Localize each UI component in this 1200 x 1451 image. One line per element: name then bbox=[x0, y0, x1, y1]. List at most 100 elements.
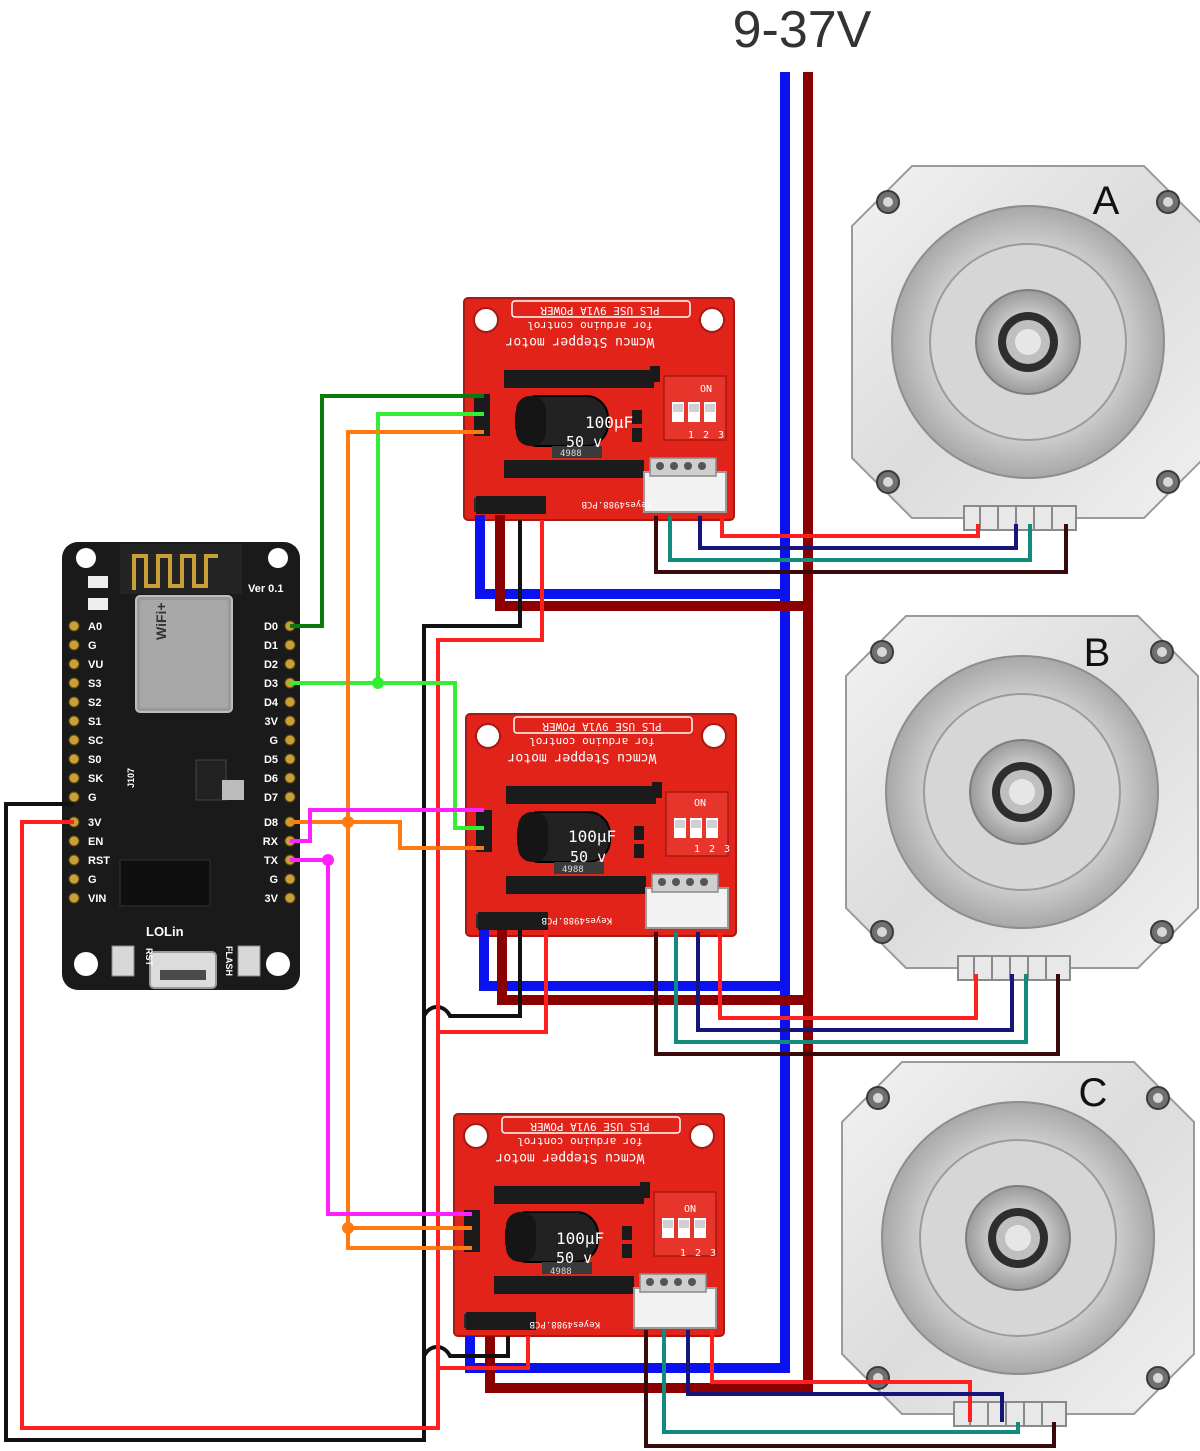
mcu-rst: RST bbox=[144, 948, 154, 967]
mcu-left-pin-label: G bbox=[88, 640, 97, 652]
driver-1-switch-on: ON bbox=[700, 384, 712, 395]
wire-d3-lime-up bbox=[376, 412, 484, 683]
driver-1-pcb: Keyes4988.PCB bbox=[582, 499, 652, 509]
wire-junctions bbox=[322, 677, 384, 1234]
motor-label-a: A bbox=[1093, 179, 1120, 223]
wire-ground-black-2 bbox=[422, 930, 522, 1018]
coil-b-brown bbox=[654, 932, 1060, 1056]
driver-1-cap-top: 100μF bbox=[585, 413, 633, 432]
mcu-brand: LOLin bbox=[146, 924, 184, 939]
mcu-left-pin-label: 3V bbox=[88, 817, 102, 829]
coil-b-teal bbox=[674, 932, 1028, 1044]
drv2-vmot-blue bbox=[479, 930, 785, 991]
wire-d8-orange-down bbox=[346, 822, 472, 1250]
mcu-right-pin-label: D8 bbox=[264, 817, 278, 829]
driver-1-banner: PLS USE 9V1A POWER bbox=[540, 304, 660, 317]
driver-1-cap-bottom: 50 v bbox=[566, 433, 602, 451]
mcu-left-pin-label: S1 bbox=[88, 716, 101, 728]
driver-1-switch-1: 1 bbox=[688, 430, 694, 441]
wire-d8-orange-up bbox=[346, 430, 484, 822]
mcu-right-pin-label: G bbox=[269, 874, 278, 886]
driver-3-switch-on: ON bbox=[684, 1204, 696, 1215]
mcu-right-pin-label: G bbox=[269, 735, 278, 747]
drv1-vmot-blue bbox=[475, 515, 785, 599]
wire-d3-lime bbox=[290, 681, 484, 830]
driver-2-switch-1: 1 bbox=[694, 844, 700, 855]
stepper-motor-a bbox=[851, 165, 1200, 531]
driver-3-cap-top: 100μF bbox=[556, 1229, 604, 1248]
coil-b-navy bbox=[696, 932, 1014, 1032]
mcu-chip-id: J107 bbox=[126, 768, 136, 788]
mcu-left-pin-label: G bbox=[88, 874, 97, 886]
mcu-right-pin-label: D6 bbox=[264, 773, 278, 785]
driver-1-chip: 4988 bbox=[560, 449, 582, 459]
mcu-right-pin-label: D5 bbox=[264, 754, 278, 766]
coil-b-red bbox=[718, 932, 978, 1020]
mcu-right-pin-label: D1 bbox=[264, 640, 278, 652]
mcu-right-pin-label: TX bbox=[264, 855, 279, 867]
driver-2-cap-bottom: 50 v bbox=[570, 848, 606, 866]
coil-c-brown bbox=[644, 1330, 1056, 1448]
mcu-left-pin-label: VIN bbox=[88, 893, 106, 905]
driver-2-chip: 4988 bbox=[562, 865, 584, 875]
coil-a-brown bbox=[654, 516, 1068, 574]
driver-3-switch-3: 3 bbox=[710, 1248, 716, 1259]
mcu-module: WiFi+ bbox=[153, 602, 169, 640]
wire-3v-red-2 bbox=[438, 930, 548, 1034]
driver-2-banner: PLS USE 9V1A POWER bbox=[542, 720, 662, 733]
driver-2-switch-2: 2 bbox=[709, 844, 715, 855]
mcu-left-pin-label: SC bbox=[88, 735, 103, 747]
driver-3-pcb: Keyes4988.PCB bbox=[530, 1319, 600, 1329]
driver-1-switch-3: 3 bbox=[718, 430, 724, 441]
mcu-left-pin-label: S0 bbox=[88, 754, 101, 766]
wire-3v-red-3 bbox=[438, 1336, 530, 1370]
mcu-right-pin-label: 3V bbox=[265, 716, 279, 728]
driver-3-chip: 4988 bbox=[550, 1267, 572, 1277]
mcu-right-pin-label: D4 bbox=[264, 697, 279, 709]
nodemcu-board bbox=[62, 542, 300, 990]
mcu-right-pin-label: RX bbox=[263, 836, 279, 848]
drv2-gnd-darkred bbox=[497, 930, 808, 1005]
coil-c-teal bbox=[662, 1330, 1020, 1434]
motor-label-c: C bbox=[1079, 1071, 1108, 1115]
mcu-right-pin-label: D2 bbox=[264, 659, 278, 671]
mcu-right-pin-label: D0 bbox=[264, 621, 278, 633]
driver-2-cap-top: 100μF bbox=[568, 827, 616, 846]
mcu-right-pin-label: D7 bbox=[264, 792, 278, 804]
coil-a-red bbox=[720, 516, 980, 538]
power-label: 9-37V bbox=[733, 1, 872, 59]
driver-2-name: Wcmcu Stepper motor bbox=[507, 750, 656, 765]
wire-rx-magenta bbox=[290, 808, 484, 843]
wire-d0-darkgreen bbox=[290, 394, 484, 628]
wire-ground-black-3 bbox=[422, 1336, 510, 1358]
driver-3-cap-bottom: 50 v bbox=[556, 1249, 592, 1267]
wire-tx-magenta bbox=[290, 858, 472, 1216]
mcu-left-pin-label: SK bbox=[88, 773, 103, 785]
drv1-gnd-darkred bbox=[495, 515, 808, 611]
mcu-left-pin-label: EN bbox=[88, 836, 103, 848]
driver-3-banner: PLS USE 9V1A POWER bbox=[530, 1120, 650, 1133]
mcu-flash: FLASH bbox=[224, 946, 234, 976]
mcu-version: Ver 0.1 bbox=[248, 583, 283, 595]
mcu-right-pin-label: D3 bbox=[264, 678, 278, 690]
driver-1-subtitle: for arduino control bbox=[527, 319, 653, 332]
power-rail-darkred bbox=[485, 72, 813, 1393]
motor-label-b: B bbox=[1084, 631, 1111, 675]
mcu-left-pin-label: G bbox=[88, 792, 97, 804]
driver-1-name: Wcmcu Stepper motor bbox=[505, 334, 654, 349]
driver-2-subtitle: for arduino control bbox=[529, 735, 655, 748]
coil-c-red bbox=[710, 1330, 972, 1422]
driver-3-subtitle: for arduino control bbox=[517, 1135, 643, 1148]
driver-2-pcb: Keyes4988.PCB bbox=[542, 915, 612, 925]
mcu-left-pin-label: RST bbox=[88, 855, 110, 867]
power-rail-blue bbox=[465, 72, 790, 1373]
stepper-motor-c bbox=[841, 1061, 1195, 1427]
driver-3-name: Wcmcu Stepper motor bbox=[495, 1150, 644, 1165]
stepper-motor-b bbox=[845, 615, 1199, 981]
driver-3-switch-1: 1 bbox=[680, 1248, 686, 1259]
mcu-left-pin-label: S2 bbox=[88, 697, 101, 709]
mcu-left-pin-label: S3 bbox=[88, 678, 101, 690]
mcu-left-pin-label: VU bbox=[88, 659, 103, 671]
coil-a-teal bbox=[668, 516, 1032, 562]
coil-a-navy bbox=[698, 516, 1018, 550]
